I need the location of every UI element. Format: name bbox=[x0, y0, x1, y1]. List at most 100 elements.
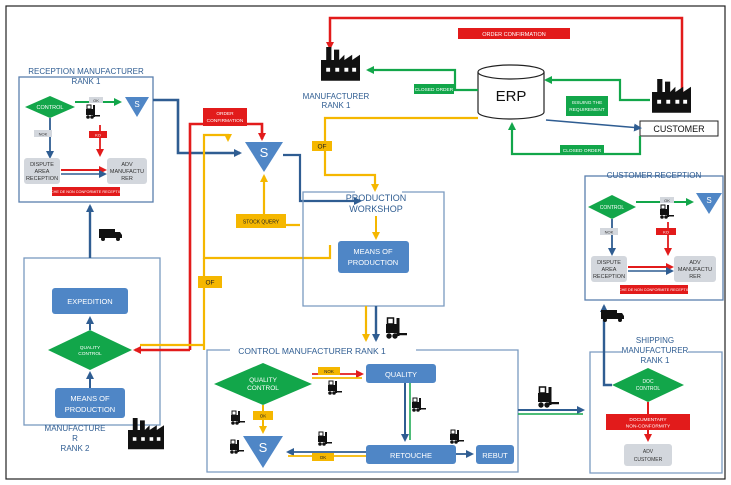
reception-adv-l1: ADV bbox=[121, 162, 133, 168]
shipping-doc-l1: DOC bbox=[642, 379, 654, 385]
issuing-requirement-arrow bbox=[544, 76, 650, 102]
order-confirmation-tag bbox=[458, 28, 570, 39]
closed-order-tag-left bbox=[414, 84, 454, 94]
erp-database: ERP bbox=[477, 64, 545, 120]
control-forklift-icon-1 bbox=[327, 380, 343, 396]
control-s-label: S bbox=[259, 440, 268, 455]
s-to-production-arrow bbox=[283, 153, 362, 205]
customer-label: CUSTOMER bbox=[653, 124, 705, 134]
customer-adv-box bbox=[674, 256, 716, 282]
customer-control-diamond bbox=[588, 195, 636, 219]
customer-dispute-l2: AREA bbox=[602, 267, 617, 273]
central-s-triangle bbox=[245, 142, 283, 172]
control-qc-diamond bbox=[214, 363, 312, 405]
shipping-forklift-icon bbox=[537, 386, 560, 409]
shipping-doc-l2: CONTROL bbox=[636, 386, 661, 392]
closed-order-bottom-text: CLOSED ORDER bbox=[563, 148, 602, 154]
reception-dispute-l2: AREA bbox=[35, 169, 50, 175]
control-qc-l2: CONTROL bbox=[247, 385, 279, 392]
control-forklift-icon-5 bbox=[317, 431, 333, 447]
rank2-truck-icon bbox=[99, 229, 122, 241]
reception-to-s-arrow bbox=[153, 98, 242, 157]
rank2-quality-diamond bbox=[48, 330, 132, 370]
rank2-label-l1: MANUFACTURE bbox=[45, 424, 106, 433]
shipping-title-l1: SHIPPING bbox=[636, 336, 674, 345]
reception-dispute-l1: DISPUTE bbox=[30, 162, 54, 168]
rank2-means-l1: MEANS OF bbox=[70, 394, 110, 403]
control-retouche-text: RETOUCHE bbox=[390, 451, 432, 460]
order-confirmation-arrow bbox=[326, 16, 684, 104]
reception-adv-l2: MANUFACTU bbox=[110, 169, 144, 175]
reception-s-label: S bbox=[134, 100, 139, 109]
rank2-means-l2: PRODUCTION bbox=[65, 405, 115, 414]
of-arrow-left bbox=[202, 133, 332, 260]
control-quality-box bbox=[366, 364, 436, 383]
shipping-title-l3: RANK 1 bbox=[641, 356, 670, 365]
control-forklift-icon-4 bbox=[229, 439, 245, 455]
reception-control-text: CONTROL bbox=[37, 105, 64, 111]
customer-red-bar-text: FICHE DE NON CONFORMITE RECEPTION bbox=[616, 288, 693, 292]
of-arrow-to-production bbox=[323, 116, 478, 192]
shipping-panel: SHIPPING MANUFACTURER RANK 1 DOC CONTROL… bbox=[589, 336, 723, 474]
closed-order-left-text: CLOSED ORDER bbox=[415, 87, 454, 93]
control-quality-text: QUALITY bbox=[385, 370, 417, 379]
outer-border bbox=[5, 5, 726, 480]
closed-order-arrow-left bbox=[366, 66, 478, 92]
customer-reception-title: CUSTOMER RECEPTION bbox=[607, 171, 702, 180]
customer-reception-panel: CUSTOMER RECEPTION CONTROL OK S NOK KO D… bbox=[584, 171, 724, 301]
issuing-text-l1: ISSUING THE bbox=[572, 100, 603, 106]
order-confirmation-red-arrow bbox=[188, 122, 266, 350]
shipping-truck-icon bbox=[601, 310, 624, 322]
top-erp-area: ORDER CONFIRMATION MANUFACTURER RANK 1 E… bbox=[303, 16, 719, 192]
control-qc-l1: QUALITY bbox=[249, 377, 277, 384]
control-rank1-title: CONTROL MANUFACTURER RANK 1 bbox=[238, 346, 386, 356]
production-means-box bbox=[338, 241, 409, 273]
customer-dispute-l3: RECEPTION bbox=[593, 274, 625, 280]
customer-dispute-l1: DISPUTE bbox=[597, 260, 621, 266]
production-means-l1: MEANS OF bbox=[353, 247, 393, 256]
production-forklift-icon bbox=[385, 317, 408, 340]
reception-rank1-title-l2: RANK 1 bbox=[72, 77, 101, 86]
closed-order-tag-bottom bbox=[560, 145, 604, 155]
rank2-expedition-box bbox=[52, 288, 128, 314]
manufacturer-rank1-label-l1: MANUFACTURER bbox=[303, 92, 370, 101]
of-tag-left-text: OF bbox=[205, 280, 214, 287]
control-ok-text: OK bbox=[260, 414, 267, 419]
rank2-quality-l1: QUALITY bbox=[80, 345, 101, 351]
customer-adv-l3: RER bbox=[689, 274, 701, 280]
customer-dispute-box bbox=[591, 256, 627, 282]
control-nok-text: NOK bbox=[324, 369, 334, 374]
shipping-doc-diamond bbox=[612, 368, 684, 402]
shipping-adv-l1: ADV bbox=[643, 449, 654, 455]
issuing-tag bbox=[566, 96, 608, 116]
stock-query-tag bbox=[236, 214, 286, 228]
rank2-label-l3: RANK 2 bbox=[61, 444, 90, 453]
customer-adv-l1: ADV bbox=[689, 260, 701, 266]
control-rank1-panel: CONTROL MANUFACTURER RANK 1 QUALITY CONT… bbox=[206, 346, 519, 473]
control-forklift-icon-2 bbox=[411, 397, 427, 413]
order-confirmation-red-l1: ORDER bbox=[216, 111, 234, 117]
order-confirmation-text: ORDER CONFIRMATION bbox=[482, 32, 545, 38]
reception-s-triangle bbox=[125, 97, 149, 117]
customer-adv-l2: MANUFACTU bbox=[678, 267, 712, 273]
reception-control-diamond bbox=[25, 96, 75, 118]
customer-red-bar bbox=[620, 285, 688, 294]
manufacturer-rank1-factory-icon bbox=[321, 47, 360, 81]
customer-ko-text: KO bbox=[663, 230, 669, 235]
issuing-text-l2: REQUIREMENT bbox=[569, 107, 605, 113]
order-confirmation-red-tag bbox=[203, 108, 247, 126]
shipping-red-l2: NON-CONFORMITY bbox=[626, 424, 671, 430]
rank2-means-box bbox=[55, 388, 125, 418]
rank2-expedition-text: EXPEDITION bbox=[67, 297, 112, 306]
shipping-to-customer-arrow bbox=[600, 304, 612, 387]
customer-ok-text: OK bbox=[664, 198, 670, 203]
erp-to-customer-link bbox=[545, 119, 642, 132]
reception-red-bar-text: FICHE DE NON CONFORMITE RECEPTION bbox=[48, 190, 125, 194]
control-retouche-box bbox=[366, 445, 456, 464]
order-confirmation-red-l2: CONFIRMATION bbox=[207, 118, 244, 124]
control-rebut-box bbox=[476, 445, 514, 464]
customer-control-text: CONTROL bbox=[600, 205, 625, 211]
reception-dispute-box bbox=[24, 158, 60, 184]
shipping-red-tag bbox=[606, 414, 690, 430]
